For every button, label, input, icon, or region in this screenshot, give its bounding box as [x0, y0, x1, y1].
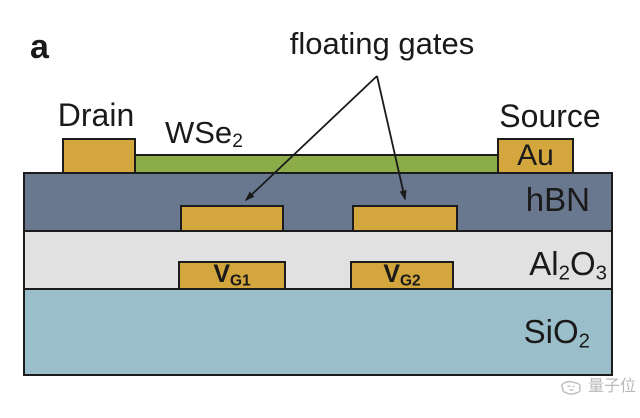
wse2-channel-strip — [134, 154, 499, 174]
au-label: Au — [517, 139, 554, 173]
hbn-label: hBN — [525, 181, 590, 218]
wse2-label: WSe2 — [165, 115, 243, 153]
source-contact: Au — [497, 138, 574, 174]
panel-label-a: a — [30, 28, 49, 66]
gate-vg1: VG1 — [178, 261, 286, 290]
drain-contact — [62, 138, 136, 174]
qbitai-watermark-text: 量子位 — [587, 377, 636, 395]
floating-gates-label: floating gates — [289, 26, 475, 61]
qbitai-watermark: 量子位 — [560, 377, 636, 397]
gate-vg2: VG2 — [350, 261, 454, 290]
vg2-label: VG2 — [383, 260, 421, 290]
sio2-label: SiO2 — [523, 313, 590, 353]
al2o3-label: Al2O3 — [529, 245, 607, 285]
al2o3-layer — [23, 230, 613, 290]
source-label: Source — [499, 98, 601, 134]
qbitai-face-icon — [561, 381, 581, 395]
sio2-layer — [23, 288, 613, 376]
drain-label: Drain — [57, 97, 135, 133]
floating-gate-1 — [180, 205, 284, 232]
vg1-label: VG1 — [213, 260, 251, 290]
floating-gate-2 — [352, 205, 458, 232]
